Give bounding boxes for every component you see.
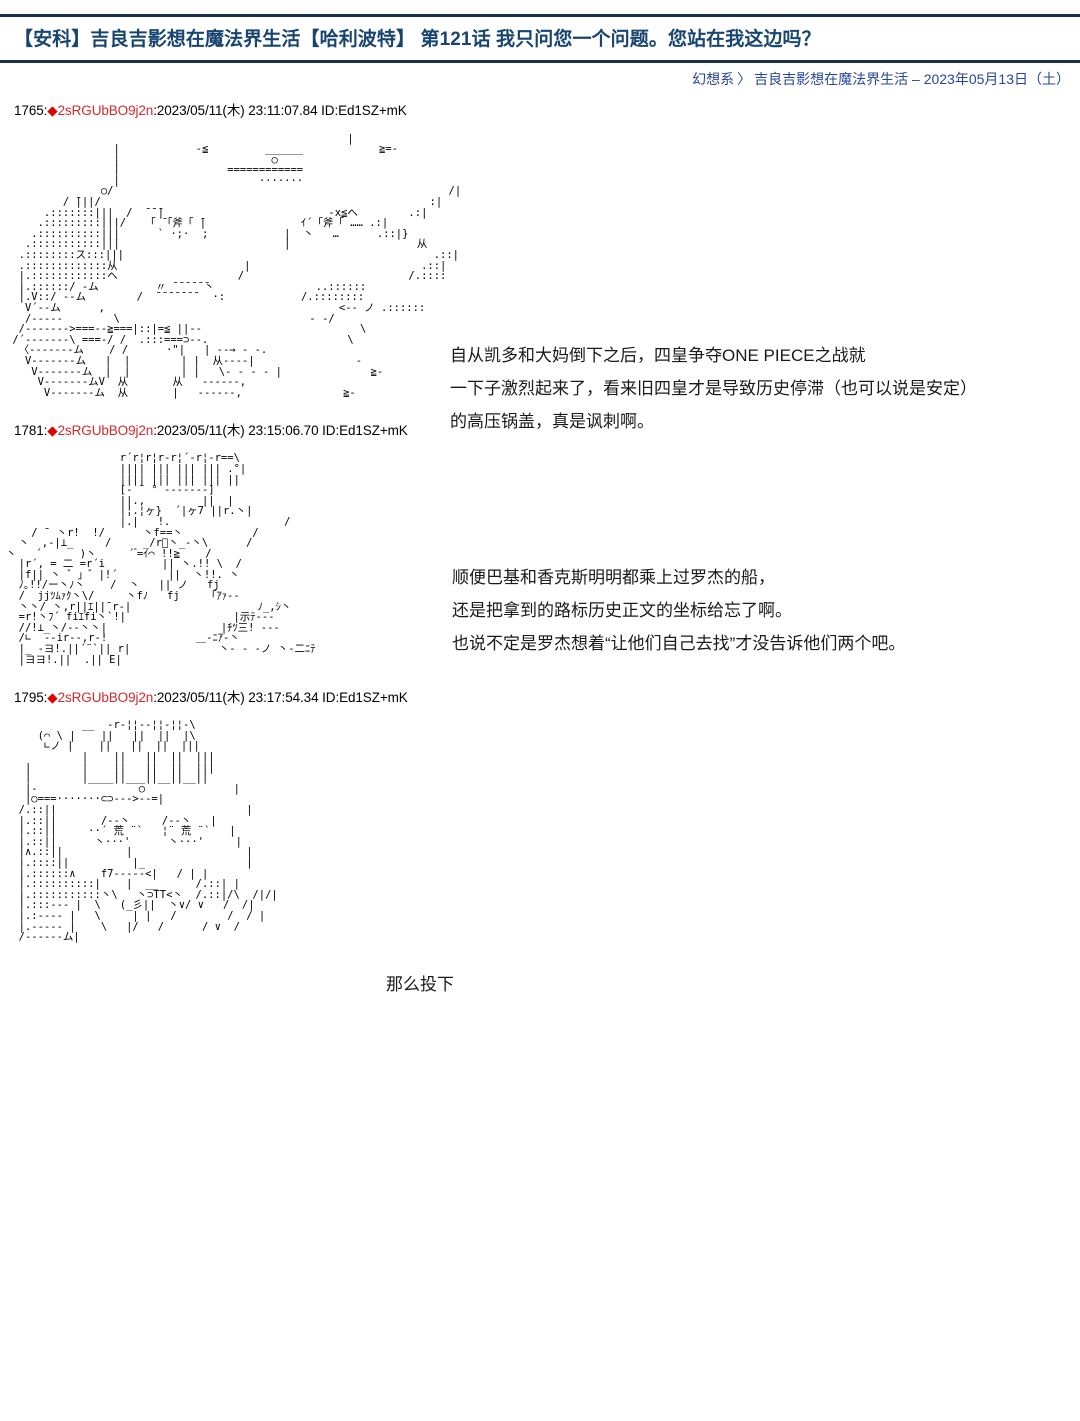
thread-page: 【安科】吉良吉影想在魔法界生活【哈利波特】 第121话 我只问您一个问题。您站在… bbox=[0, 14, 1080, 995]
breadcrumb-category[interactable]: 幻想系 bbox=[692, 71, 735, 87]
post-number: 1781: bbox=[14, 422, 48, 438]
dialogue-text: 自从凯多和大妈倒下之后，四皇争夺ONE PIECE之战就 一下子激烈起来了，看来… bbox=[450, 345, 977, 431]
page-title: 【安科】吉良吉影想在魔法界生活【哈利波特】 第121话 我只问您一个问题。您站在… bbox=[14, 29, 821, 50]
ascii-art: | | ‐≦ ______ ≧=‐ | ○ | ============ | ·… bbox=[12, 132, 462, 399]
trip-diamond-icon: ◆ bbox=[47, 689, 58, 705]
post-meta-colon: : bbox=[153, 422, 157, 438]
post: 1765:◆2sRGUbBO9j2n:2023/05/11(木) 23:11:0… bbox=[0, 89, 1080, 431]
post-author-tripcode[interactable]: 2sRGUbBO9j2n bbox=[57, 689, 154, 705]
breadcrumb-separator-icon: 〉 bbox=[737, 71, 752, 87]
post-meta: 1781:◆2sRGUbBO9j2n:2023/05/11(木) 23:15:0… bbox=[0, 409, 1080, 443]
post-datetime: 2023/05/11(木) 23:11:07.84 bbox=[156, 103, 318, 118]
breadcrumb: 幻想系〉吉良吉影想在魔法界生活 – 2023年05月13日（土） bbox=[0, 63, 1080, 89]
post-meta-colon: : bbox=[153, 689, 157, 705]
post-meta: 1765:◆2sRGUbBO9j2n:2023/05/11(木) 23:11:0… bbox=[0, 89, 1080, 123]
breadcrumb-dash: – bbox=[912, 71, 920, 87]
trip-diamond-icon: ◆ bbox=[47, 422, 58, 438]
ascii-art: __ ‐r‐¦¦‐‐¦¦‐¦¦‐\ (⌒ \ | || || || |\ ∟ノ … bbox=[18, 719, 278, 944]
post-body: | | ‐≦ ______ ≧=‐ | ○ | ============ | ·… bbox=[0, 132, 1080, 430]
post-datetime: 2023/05/11(木) 23:17:54.34 bbox=[156, 689, 319, 705]
post-meta: 1795:◆2sRGUbBO9j2n:2023/05/11(木) 23:17:5… bbox=[0, 676, 1080, 710]
dialogue-text: 顺便巴基和香克斯明明都乘上过罗杰的船， 还是把拿到的路标历史正文的坐标给忘了啊。… bbox=[452, 568, 906, 654]
breadcrumb-thread[interactable]: 吉良吉影想在魔法界生活 bbox=[754, 71, 909, 87]
post-body: __ ‐r‐¦¦‐‐¦¦‐¦¦‐\ (⌒ \ | || || || |\ ∟ノ … bbox=[0, 719, 1080, 994]
post-user-id: ID:Ed1SZ+mK bbox=[321, 103, 407, 118]
post-author-tripcode[interactable]: 2sRGUbBO9j2n bbox=[57, 422, 154, 438]
post-user-id: ID:Ed1SZ+mK bbox=[322, 689, 408, 705]
post: 1781:◆2sRGUbBO9j2n:2023/05/11(木) 23:15:0… bbox=[0, 409, 1080, 665]
post-meta-colon: : bbox=[153, 103, 157, 118]
post: 1795:◆2sRGUbBO9j2n:2023/05/11(木) 23:17:5… bbox=[0, 676, 1080, 995]
thread-header: 【安科】吉良吉影想在魔法界生活【哈利波特】 第121话 我只问您一个问题。您站在… bbox=[0, 14, 1080, 63]
dialogue-text: 那么投下 bbox=[386, 975, 454, 995]
post-number: 1795: bbox=[14, 689, 48, 705]
post-body: r´r¦r¦r‐r¦´‐r¦‐r==\ |||| ||| ||| ||| .°|… bbox=[0, 453, 1080, 665]
post-number: 1765: bbox=[14, 103, 48, 118]
post-user-id: ID:Ed1SZ+mK bbox=[322, 422, 408, 438]
post-author-tripcode[interactable]: 2sRGUbBO9j2n bbox=[57, 103, 154, 118]
trip-diamond-icon: ◆ bbox=[47, 103, 58, 118]
ascii-art: r´r¦r¦r‐r¦´‐r¦‐r==\ |||| ||| ||| ||| .°|… bbox=[6, 452, 316, 666]
post-datetime: 2023/05/11(木) 23:15:06.70 bbox=[156, 422, 319, 438]
breadcrumb-date: 2023年05月13日（土） bbox=[923, 71, 1070, 87]
